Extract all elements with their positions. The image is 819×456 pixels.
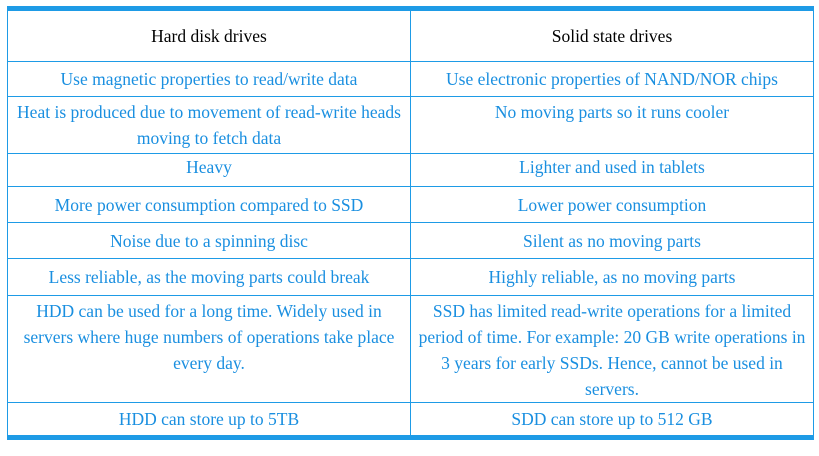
hdd-cell: Use magnetic properties to read/write da… xyxy=(7,61,411,97)
table-row: HDD can be used for a long time. Widely … xyxy=(7,295,814,403)
hdd-cell: HDD can be used for a long time. Widely … xyxy=(7,295,411,403)
hdd-cell: More power consumption compared to SSD xyxy=(7,186,411,223)
header-ssd: Solid state drives xyxy=(410,6,814,62)
hdd-cell: Less reliable, as the moving parts could… xyxy=(7,258,411,296)
table-row: Heat is produced due to movement of read… xyxy=(7,96,814,154)
table-row: Noise due to a spinning disc Silent as n… xyxy=(7,222,814,259)
table-row: More power consumption compared to SSD L… xyxy=(7,186,814,223)
ssd-cell: No moving parts so it runs cooler xyxy=(410,96,814,154)
table-row: HDD can store up to 5TB SDD can store up… xyxy=(7,402,814,440)
ssd-cell: SDD can store up to 512 GB xyxy=(410,402,814,440)
hdd-vs-ssd-table: Hard disk drives Solid state drives Use … xyxy=(7,6,814,440)
ssd-cell: Use electronic properties of NAND/NOR ch… xyxy=(410,61,814,97)
table-header-row: Hard disk drives Solid state drives xyxy=(7,6,814,62)
hdd-cell: Noise due to a spinning disc xyxy=(7,222,411,259)
comparison-table-container: Hard disk drives Solid state drives Use … xyxy=(7,6,814,452)
table-row: Heavy Lighter and used in tablets xyxy=(7,153,814,187)
hdd-cell: Heavy xyxy=(7,153,411,187)
ssd-cell: Highly reliable, as no moving parts xyxy=(410,258,814,296)
ssd-cell: Silent as no moving parts xyxy=(410,222,814,259)
hdd-cell: HDD can store up to 5TB xyxy=(7,402,411,440)
ssd-cell: SSD has limited read-write operations fo… xyxy=(410,295,814,403)
hdd-cell: Heat is produced due to movement of read… xyxy=(7,96,411,154)
header-hdd: Hard disk drives xyxy=(7,6,411,62)
table-row: Less reliable, as the moving parts could… xyxy=(7,258,814,296)
ssd-cell: Lower power consumption xyxy=(410,186,814,223)
table-row: Use magnetic properties to read/write da… xyxy=(7,61,814,97)
ssd-cell: Lighter and used in tablets xyxy=(410,153,814,187)
